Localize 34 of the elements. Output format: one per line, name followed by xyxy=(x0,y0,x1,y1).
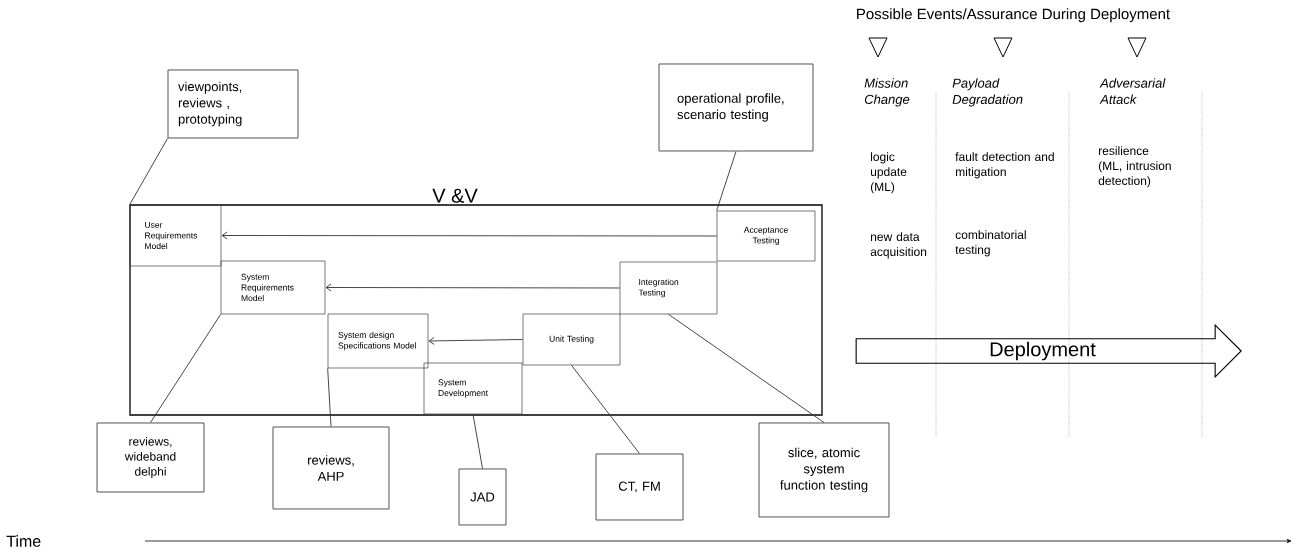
frame-heading: V &V xyxy=(432,188,478,203)
callout-box: CT, FM xyxy=(595,453,684,521)
arrow xyxy=(325,283,621,292)
note-text: new data acquisition xyxy=(870,232,927,259)
leader-line xyxy=(716,151,737,212)
process-box: Acceptance Testing xyxy=(716,210,816,262)
process-box: System Development xyxy=(423,362,523,415)
process-box: Integration Testing xyxy=(619,261,718,315)
callout-box: reviews, AHP xyxy=(272,426,390,510)
callout-box: reviews, wideband delphi xyxy=(96,422,205,493)
note-text: resilience (ML, intrusion detection) xyxy=(1098,146,1171,188)
leader-line xyxy=(472,413,483,469)
event-heading: Adversarial Attack xyxy=(1099,78,1166,104)
callout-box: operational profile, scenario testing xyxy=(658,63,814,152)
arrow xyxy=(428,336,524,345)
callout-box: JAD xyxy=(458,468,507,526)
heading: Possible Events/Assurance During Deployment xyxy=(857,8,1170,23)
leader-line xyxy=(129,138,168,206)
process-box: System design Specifications Model xyxy=(327,313,429,369)
note-text: combinatorial testing xyxy=(955,230,1026,257)
event-heading: Mission Change xyxy=(864,78,910,107)
process-box: User Requirements Model xyxy=(129,204,222,267)
callout-box: slice, atomic system function testing xyxy=(758,422,890,518)
event-heading: Payload Degradation xyxy=(952,78,1023,107)
leader-line xyxy=(571,364,640,454)
note-text: logic update (ML) xyxy=(870,152,907,194)
axis-label: Time xyxy=(6,535,41,547)
leader-line xyxy=(327,367,332,427)
callout-box: viewpoints, reviews , prototyping xyxy=(167,69,299,139)
leader-line xyxy=(150,313,222,423)
note-text: fault detection and mitigation xyxy=(955,152,1054,179)
arrow xyxy=(221,231,718,240)
process-box: System Requirements Model xyxy=(220,260,326,315)
process-box: Unit Testing xyxy=(522,313,621,366)
